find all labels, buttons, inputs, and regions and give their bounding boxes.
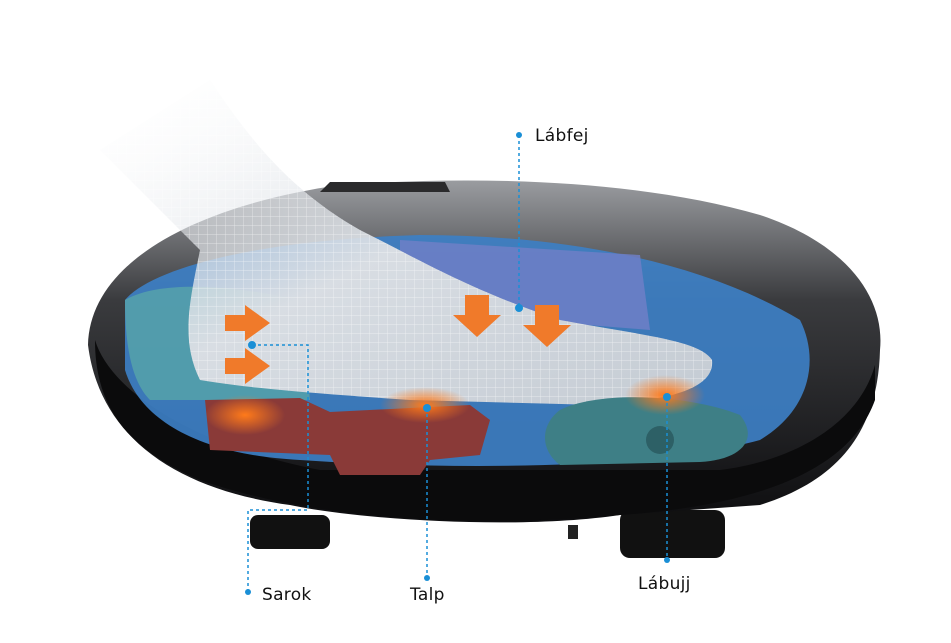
label-sole: Talp: [410, 585, 445, 605]
callout-lines: [247, 135, 668, 592]
device-feet: [250, 510, 725, 558]
label-toes: Lábujj: [638, 574, 691, 594]
pressure-arrows: [225, 295, 571, 384]
toe-roller: [545, 397, 748, 465]
callout-dots: [245, 132, 671, 595]
label-instep: Lábfej: [535, 126, 589, 146]
label-heel: Sarok: [262, 585, 312, 605]
